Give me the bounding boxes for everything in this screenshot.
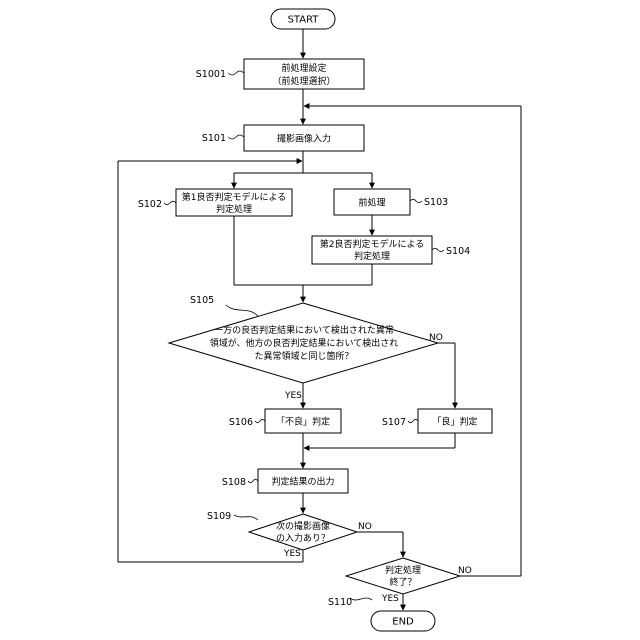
branch-s109-no: NO [358,522,372,532]
step-s101-text: 撮影画像入力 [277,133,331,145]
step-s103-label: S103 [424,197,448,208]
step-s104-line1: 第2良否判定モデルによる [320,238,424,250]
decision-s110-line1: 判定処理 [385,564,421,576]
end-label: END [392,617,414,628]
decision-s110 [346,558,460,594]
decision-s105-line3: た異常領域と同じ箇所？ [254,350,353,362]
start-label: START [288,15,320,26]
step-s108-label: S108 [222,477,246,488]
decision-s105-line2: 領域が、他方の良否判定結果において検出され [210,337,399,349]
step-s1001-line1: 前処理設定 [281,62,326,74]
decision-s109-line1: 次の撮影画像 [276,520,330,532]
step-s102-label: S102 [138,199,162,210]
step-s107-text: 「良」判定 [432,416,477,428]
decision-s105-label: S105 [190,295,214,306]
branch-s105-no: NO [429,333,443,343]
decision-s109-label: S109 [207,511,231,522]
decision-s110-line2: 終了？ [389,576,416,588]
step-s102-line1: 第1良否判定モデルによる [182,191,286,203]
decision-s109-line2: の入力あり？ [276,532,330,544]
step-s101-label: S101 [202,133,226,144]
step-s106-label: S106 [229,417,253,428]
decision-s109 [249,514,357,550]
decision-s110-label: S110 [328,597,352,608]
branch-s110-no: NO [458,566,472,576]
step-s106-text: 「不良」判定 [276,416,330,428]
step-s104-label: S104 [446,246,470,257]
step-s102-line2: 判定処理 [216,203,252,215]
step-s108-text: 判定結果の出力 [271,476,334,488]
branch-s109-yes: YES [283,549,301,559]
step-s1001-line2: （前処理選択） [272,75,335,87]
branch-s105-yes: YES [284,391,302,401]
branch-s110-yes: YES [381,594,399,604]
step-s104-line2: 判定処理 [354,250,390,262]
decision-s105-line1: 一方の良否判定結果において検出された異常 [214,324,394,336]
step-s1001-label: S1001 [196,69,226,80]
step-s107-label: S107 [382,417,406,428]
step-s103-text: 前処理 [358,197,385,209]
